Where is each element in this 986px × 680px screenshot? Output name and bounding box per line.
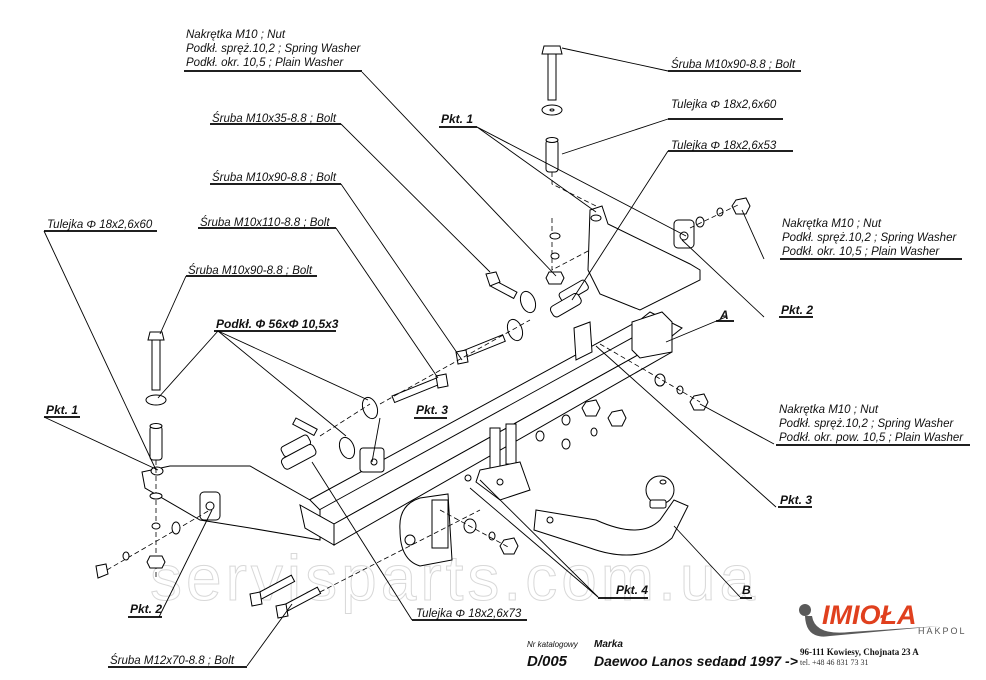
callout-bolt-90-left: Śruba M10x90-8.8 ; Bolt [186,264,317,277]
svg-text:Śruba M10x90-8.8 ; Bolt: Śruba M10x90-8.8 ; Bolt [671,58,796,71]
right-bracket [587,205,701,311]
callout-nut-right-upper: Nakrętka M10 ; Nut Podkł. spręż.10,2 ; S… [780,218,962,260]
svg-text:Pkt. 1: Pkt. 1 [46,403,78,417]
company-logo: IMIOŁA HAKPOL 96-111 Kowiesy, Chojnata 2… [799,600,967,667]
company-phone: tel. +48 46 831 73 31 [800,658,869,667]
callout-sleeve-60-right: Tulejka Φ 18x2,6x60 [668,99,783,120]
svg-text:Śruba M10x110-8.8 ; Bolt: Śruba M10x110-8.8 ; Bolt [200,216,330,229]
callout-pkt2-left: Pkt. 2 [128,602,162,618]
callout-bolt-top-right: Śruba M10x90-8.8 ; Bolt [668,58,801,72]
svg-text:Tulejka Φ 18x2,6x60: Tulejka Φ 18x2,6x60 [47,219,153,231]
catalog-number: D/005 [527,653,568,670]
sleeves-mid [280,292,582,470]
svg-text:Podkł. spręż.10,2 ; Spring Was: Podkł. spręż.10,2 ; Spring Washer [782,232,957,244]
svg-text:Nakrętka M10 ; Nut: Nakrętka M10 ; Nut [782,218,882,230]
svg-text:Podkł. spręż.10,2 ; Spring Was: Podkł. spręż.10,2 ; Spring Washer [779,418,954,430]
svg-text:Tulejka Φ 18x2,6x73: Tulejka Φ 18x2,6x73 [416,608,522,620]
year-range: od 1997 -> [729,653,798,669]
leader-lines [43,47,777,667]
callout-label-b: B [740,583,752,599]
brand-name: IMIOŁA [822,600,917,630]
svg-text:Śruba M10x90-8.8 ; Bolt: Śruba M10x90-8.8 ; Bolt [188,264,313,277]
svg-text:Nakrętka M10 ; Nut: Nakrętka M10 ; Nut [186,29,286,41]
svg-text:A: A [719,308,729,322]
svg-text:Śruba M12x70-8.8 ; Bolt: Śruba M12x70-8.8 ; Bolt [110,654,235,667]
title-block: Nr katalogowy D/005 Marka Daewoo Lanos s… [527,639,798,670]
svg-text:Podkł. okr. pow. 10,5 ; Plain: Podkł. okr. pow. 10,5 ; Plain Washer [779,432,964,444]
fasteners-left [95,331,356,580]
svg-text:Pkt. 3: Pkt. 3 [780,493,812,507]
callout-pkt1-top: Pkt. 1 [439,112,477,128]
watermark: servisparts.com.ua [150,542,759,614]
svg-text:Tulejka Φ 18x2,6x60: Tulejka Φ 18x2,6x60 [671,99,777,111]
callout-nut-right-lower: Nakrętka M10 ; Nut Podkł. spręż.10,2 ; S… [776,404,970,446]
callout-washer-56: Podkł. Φ 56xΦ 10,5x3 [214,317,339,332]
svg-text:B: B [742,583,751,597]
callout-pkt3-right: Pkt. 3 [778,493,812,508]
callout-nut-top-left: Nakrętka M10 ; Nut Podkł. spręż.10,2 ; S… [184,29,362,72]
svg-text:Pkt. 2: Pkt. 2 [130,602,162,616]
make-value: Daewoo Lanos sedan [594,653,737,669]
callout-pkt4: Pkt. 4 [598,583,648,599]
ball-arm [533,475,689,556]
callout-sleeve-60-left: Tulejka Φ 18x2,6x60 [44,219,157,232]
svg-text:Nakrętka M10 ; Nut: Nakrętka M10 ; Nut [779,404,879,416]
svg-text:Pkt. 2: Pkt. 2 [781,303,813,317]
center-brackets [464,423,531,501]
svg-text:Podkł. okr. 10,5 ; Plain Washe: Podkł. okr. 10,5 ; Plain Washer [186,57,344,69]
svg-text:Pkt. 3: Pkt. 3 [416,403,448,417]
callout-bolt-90-mid: Śruba M10x90-8.8 ; Bolt [210,171,341,185]
callout-pkt3-mid: Pkt. 3 [414,403,448,419]
callout-pkt1-left: Pkt. 1 [44,403,80,418]
fasteners-right-nuts [439,197,751,555]
callout-sleeve-53: Tulejka Φ 18x2,6x53 [668,140,793,152]
callout-bolt-35: Śruba M10x35-8.8 ; Bolt [210,112,341,125]
callout-pkt2-right: Pkt. 2 [779,303,813,318]
catalog-label: Nr katalogowy [527,640,579,649]
bottom-bolts [249,509,481,619]
company-address: 96-111 Kowiesy, Chojnata 23 A [800,647,919,657]
callout-label-a: A [716,308,734,322]
logo-swoosh-icon [805,616,940,637]
svg-text:Śruba M10x35-8.8 ; Bolt: Śruba M10x35-8.8 ; Bolt [212,112,337,125]
callout-bolt-m12: Śruba M12x70-8.8 ; Bolt [108,654,247,668]
callout-sleeve-73: Tulejka Φ 18x2,6x73 [412,608,527,621]
svg-text:Podkł. Φ 56xΦ 10,5x3: Podkł. Φ 56xΦ 10,5x3 [216,317,339,331]
callout-bolt-110: Śruba M10x110-8.8 ; Bolt [198,216,336,229]
fasteners-top-right [541,45,597,285]
electrical-socket-plate [399,493,453,567]
svg-text:Podkł. okr. 10,5 ; Plain Washe: Podkł. okr. 10,5 ; Plain Washer [782,246,940,258]
svg-text:Podkł. spręż.10,2 ; Spring Was: Podkł. spręż.10,2 ; Spring Washer [186,43,361,55]
make-label: Marka [594,639,623,650]
main-crossbar [298,311,683,546]
logo-ball-icon [799,604,811,616]
sub-brand: HAKPOL [918,626,967,636]
svg-text:Tulejka Φ 18x2,6x53: Tulejka Φ 18x2,6x53 [671,140,777,152]
svg-text:Śruba M10x90-8.8 ; Bolt: Śruba M10x90-8.8 ; Bolt [212,171,337,184]
svg-text:Pkt. 1: Pkt. 1 [441,112,473,126]
svg-text:Pkt. 4: Pkt. 4 [616,583,648,597]
